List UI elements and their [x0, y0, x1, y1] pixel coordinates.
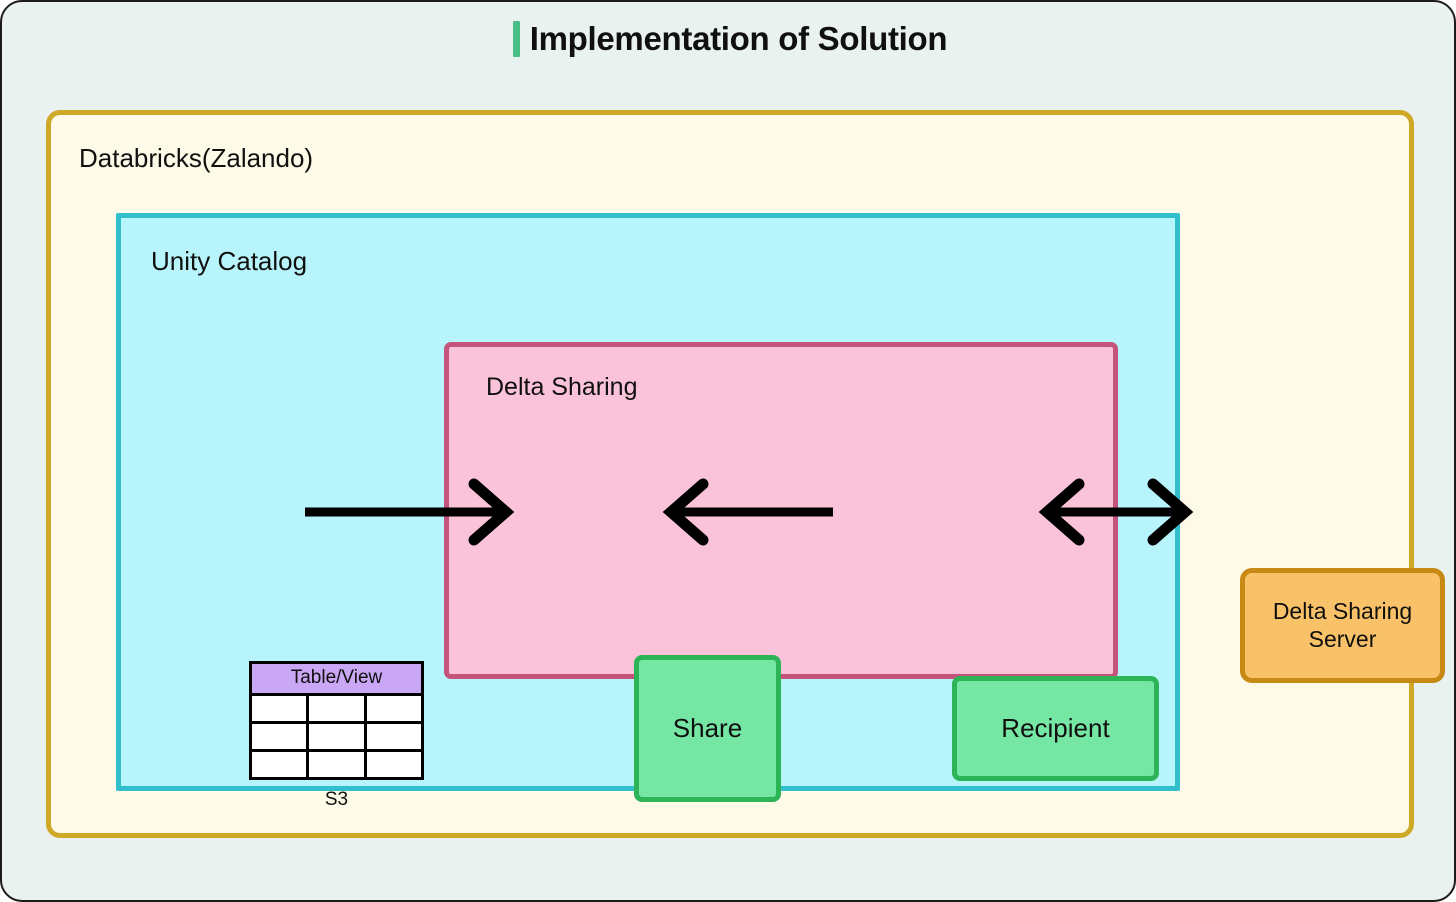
container-unity-catalog: Unity Catalog Delta Sharing Table/View: [116, 213, 1180, 810]
table-cell: [252, 723, 307, 749]
table-cell: [306, 695, 364, 721]
table-cell: [363, 751, 421, 777]
node-share-label: Share: [672, 713, 743, 743]
table-row: [252, 695, 421, 721]
container-delta-sharing-label: Delta Sharing: [486, 373, 638, 401]
table-row: [252, 748, 421, 777]
node-recipient: Recipient: [952, 676, 1159, 781]
table-cell: [363, 695, 421, 721]
container-databricks-label: Databricks(Zalando): [79, 143, 314, 173]
table-cell: [363, 723, 421, 749]
table-cell: [306, 723, 364, 749]
node-delta-sharing-server-label: Delta Sharing Server: [1273, 598, 1412, 652]
table-view-grid: Table/View: [249, 661, 424, 780]
page-title: Implementation of Solution: [2, 20, 1454, 58]
table-cell: [252, 695, 307, 721]
table-row: [252, 720, 421, 749]
node-delta-sharing-server-label-line2: Server: [1308, 625, 1377, 652]
title-accent-bar: [512, 21, 520, 57]
node-recipient-label: Recipient: [1001, 713, 1110, 743]
table-view-caption: S3: [324, 788, 349, 810]
node-delta-sharing-server: Delta Sharing Server: [1240, 568, 1445, 683]
container-unity-catalog-label: Unity Catalog: [151, 246, 308, 276]
node-share: Share: [634, 655, 781, 802]
table-cell: [252, 751, 307, 777]
container-databricks: Databricks(Zalando) Unity Catalog Delta …: [46, 110, 1445, 838]
table-view-node: Table/View: [249, 661, 424, 811]
table-view-header: Table/View: [252, 664, 421, 696]
container-delta-sharing: Delta Sharing: [444, 342, 1118, 679]
page-title-text: Implementation of Solution: [529, 20, 948, 57]
table-cell: [306, 751, 364, 777]
node-delta-sharing-server-label-line1: Delta Sharing: [1272, 598, 1413, 625]
